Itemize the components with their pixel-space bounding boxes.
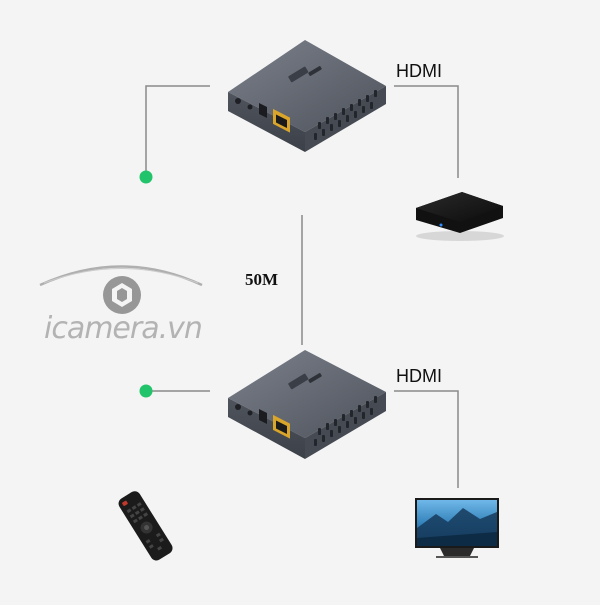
hdmi-extender-transmitter — [228, 40, 386, 152]
line-hdmi-top — [394, 85, 459, 178]
cable-length-label: 50M — [245, 270, 279, 289]
hdmi-extender-receiver — [228, 350, 386, 459]
watermark-logo — [39, 265, 203, 314]
watermark-text: icamera.vn — [44, 311, 203, 346]
hdmi-label-bottom: HDMI — [396, 366, 442, 386]
hdmi-label-top: HDMI — [396, 61, 442, 81]
endpoint-dot-top — [139, 170, 153, 184]
connection-lines — [145, 85, 459, 488]
television-display — [415, 498, 499, 558]
endpoint-dot-bottom — [139, 384, 153, 398]
line-left-top — [145, 85, 210, 176]
line-hdmi-bottom — [394, 390, 459, 488]
remote-control — [118, 491, 173, 561]
media-player-box — [416, 192, 504, 241]
